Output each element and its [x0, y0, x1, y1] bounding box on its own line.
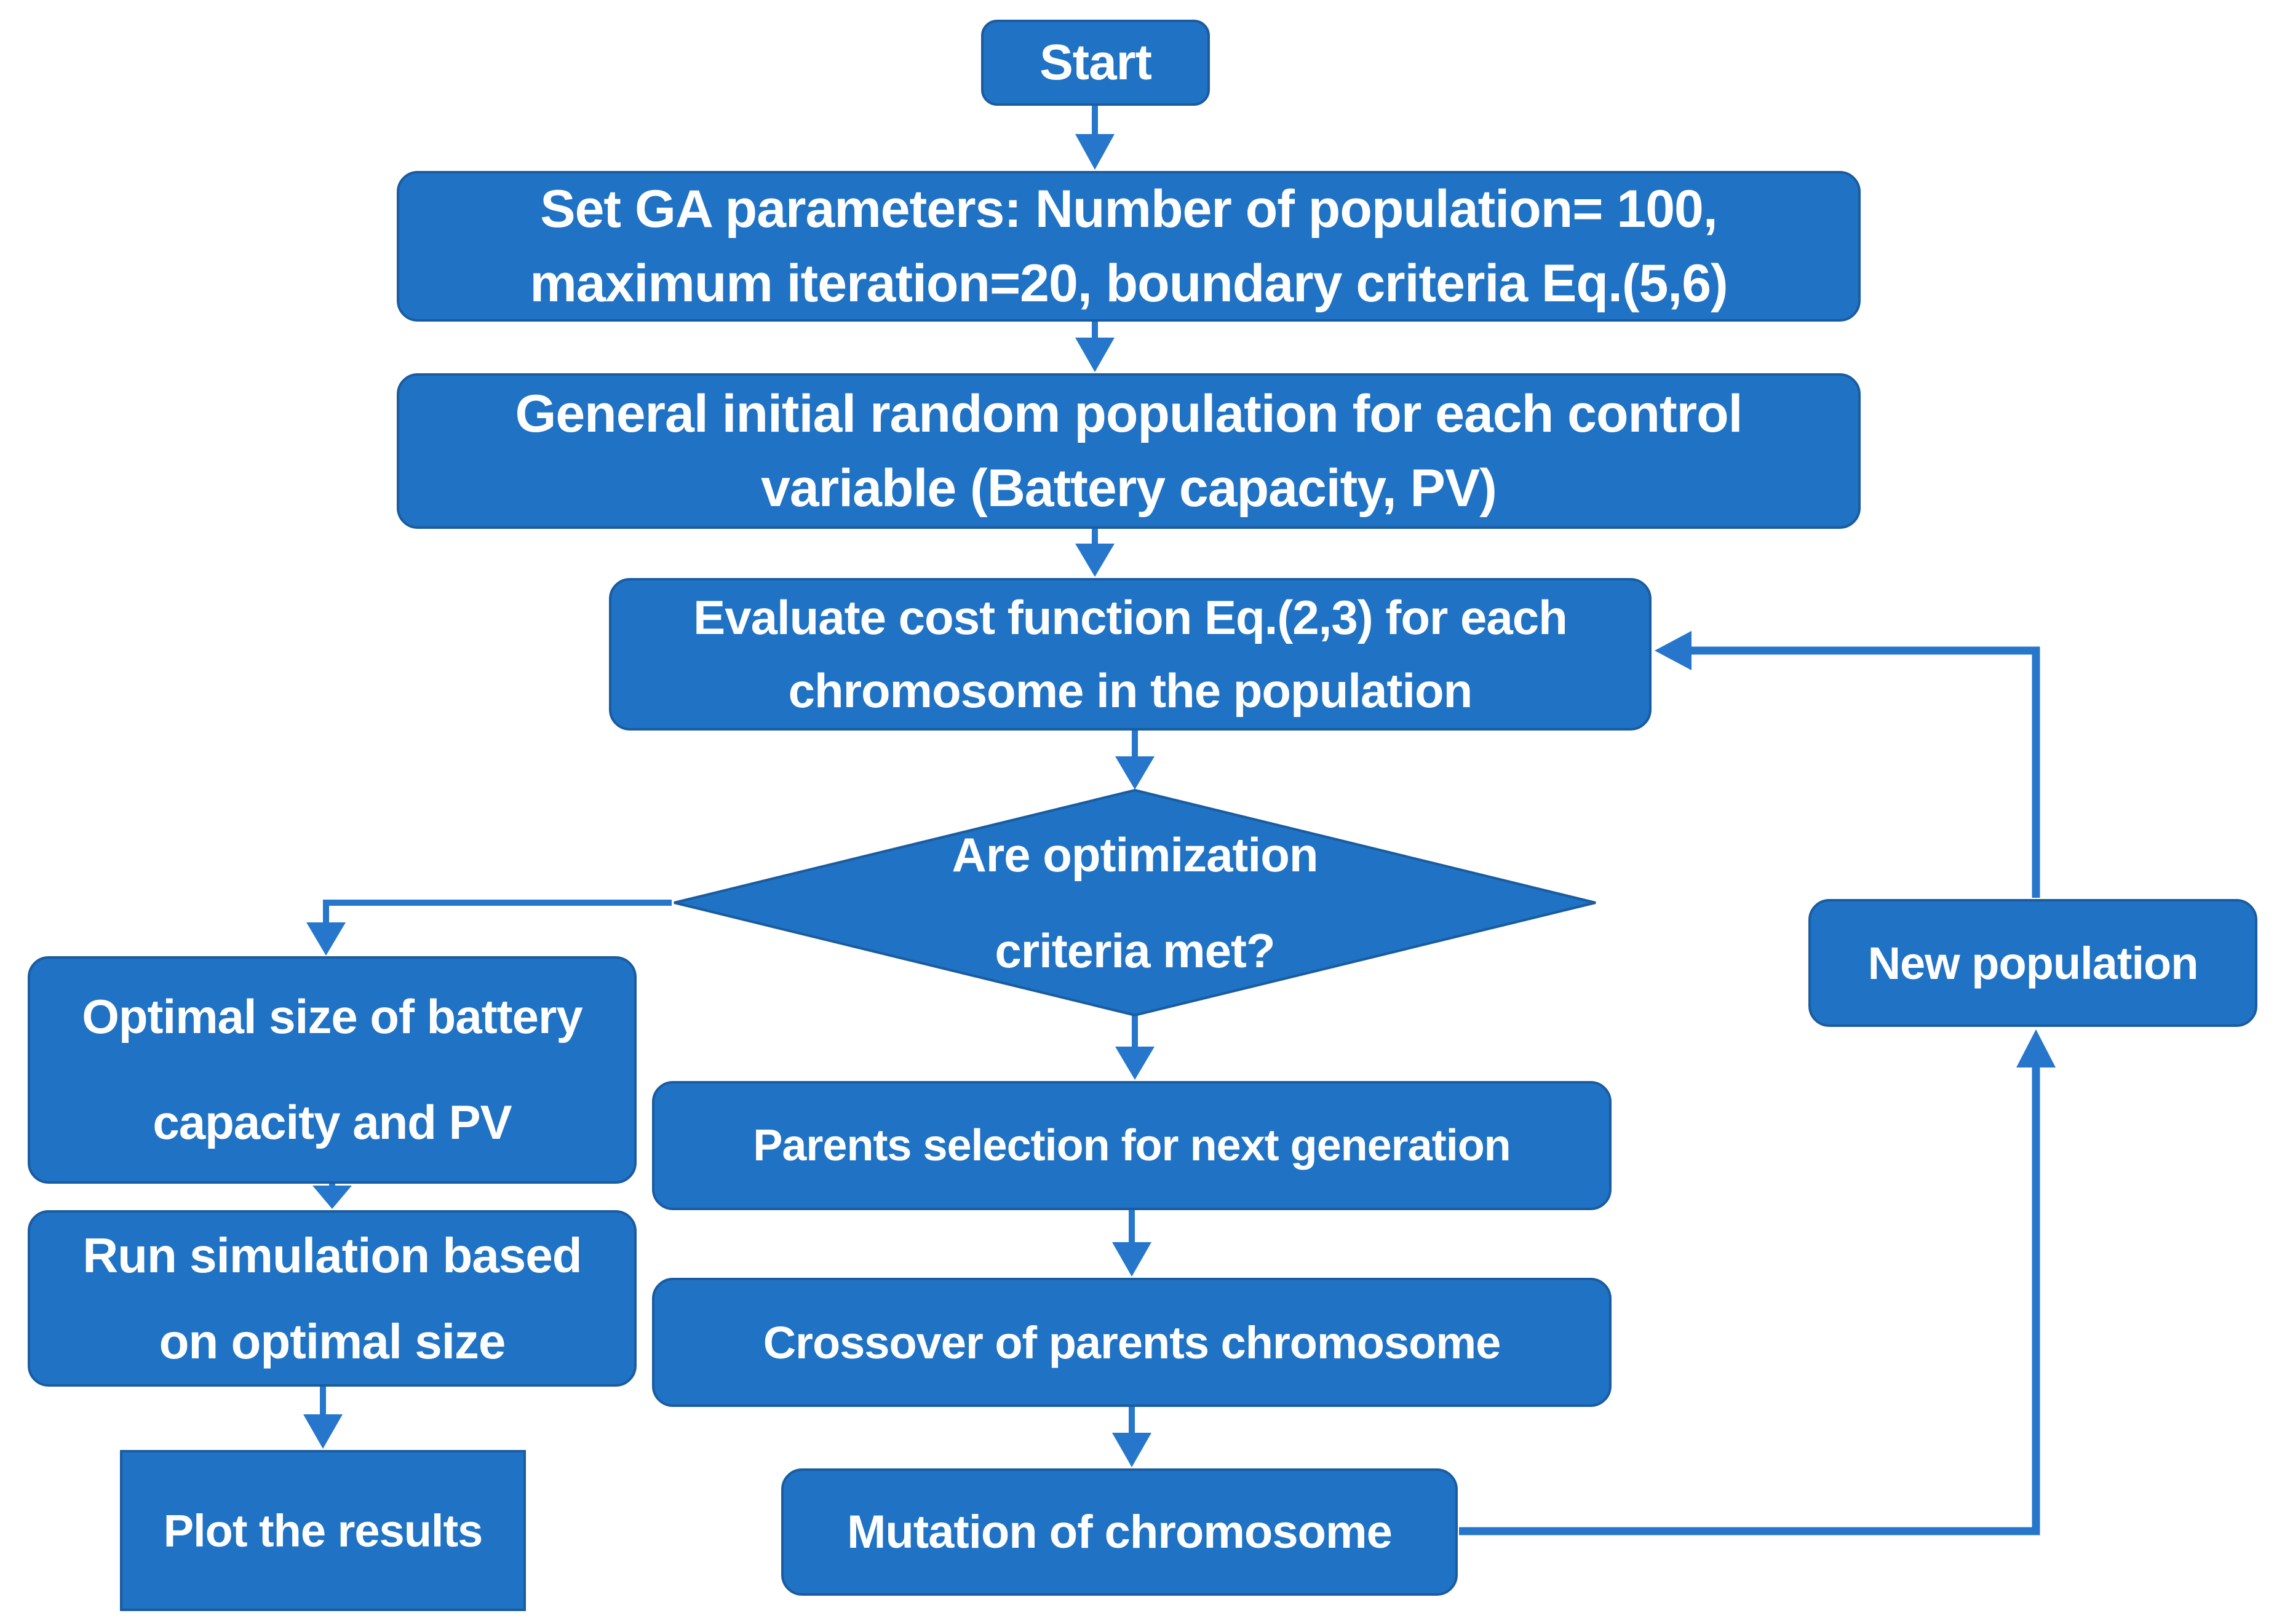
node-label-line: Optimal size of battery: [82, 989, 583, 1044]
connector-evaluate-to-decision-arrowhead: [1115, 756, 1155, 790]
connector-general-to-evaluate-arrowhead: [1075, 544, 1115, 577]
node-plot-label: Plot the results: [164, 1505, 483, 1557]
connector-newpop-to-evaluate-arrowhead: [1655, 631, 1692, 670]
connector-setga-to-general-arrowhead: [1075, 338, 1115, 372]
node-parents-label: Parents selection for next generation: [753, 1120, 1511, 1171]
node-evaluate-cost-function: Evaluate cost function Eq.(2,3) for each…: [609, 578, 1652, 731]
node-start: Start: [981, 20, 1210, 106]
node-evaluate-label: Evaluate cost function Eq.(2,3) for each…: [693, 581, 1568, 727]
node-run-label: Run simulation based on optimal size: [82, 1213, 582, 1385]
connector-parents-to-crossover-arrowhead: [1112, 1242, 1151, 1277]
node-label-line: chromosome in the population: [788, 663, 1473, 718]
node-set-ga-parameters: Set GA parameters: Number of population=…: [397, 171, 1861, 322]
node-crossover-label: Crossover of parents chromosome: [763, 1317, 1501, 1369]
node-label-line: capacity and PV: [153, 1095, 512, 1149]
node-label-line: criteria met?: [995, 924, 1275, 978]
diamond-shape: [674, 788, 1596, 1017]
connector-mutation-to-newpop-arrowhead: [2016, 1029, 2056, 1067]
node-label-line: Parents selection for next generation: [753, 1121, 1511, 1170]
node-label-line: maximum iteration=20, boundary criteria …: [530, 253, 1728, 313]
connector-crossover-to-mutation-arrowhead: [1112, 1433, 1151, 1467]
node-set-ga-label: Set GA parameters: Number of population=…: [530, 172, 1728, 320]
connector-decision-to-optimal: [323, 900, 672, 925]
node-label-line: Mutation of chromosome: [847, 1506, 1393, 1558]
node-label-line: New population: [1867, 937, 2199, 989]
connector-decision-to-parents-arrowhead: [1115, 1047, 1155, 1080]
connector-mutation-to-newpop: [1459, 1066, 2040, 1535]
connector-decision-to-optimal-arrowhead: [306, 922, 346, 956]
node-label-line: Start: [1040, 34, 1152, 90]
node-decision-label: Are optimization criteria met?: [670, 788, 1599, 1018]
node-label-line: Evaluate cost function Eq.(2,3) for each: [693, 590, 1568, 645]
connector-newpop-to-evaluate: [1690, 646, 2040, 898]
node-label-line: Run simulation based: [82, 1227, 582, 1283]
node-label-line: on optimal size: [159, 1313, 506, 1369]
node-label-line: General initial random population for ea…: [515, 384, 1743, 444]
node-plot-results: Plot the results: [120, 1450, 526, 1611]
node-start-label: Start: [1040, 34, 1152, 92]
node-generate-initial-population: General initial random population for ea…: [397, 373, 1861, 529]
node-mutation-label: Mutation of chromosome: [847, 1505, 1393, 1559]
node-newpop-label: New population: [1867, 937, 2199, 989]
node-run-simulation: Run simulation based on optimal size: [28, 1210, 637, 1387]
node-mutation: Mutation of chromosome: [781, 1468, 1458, 1596]
node-decision-criteria-met: Are optimization criteria met?: [670, 788, 1599, 1018]
node-optimal-size: Optimal size of battery capacity and PV: [28, 956, 637, 1184]
node-label-line: Plot the results: [163, 1505, 483, 1556]
node-general-label: General initial random population for ea…: [515, 377, 1743, 525]
node-parents-selection: Parents selection for next generation: [652, 1081, 1612, 1210]
connector-run-to-plot-arrowhead: [303, 1414, 343, 1449]
node-optimal-label: Optimal size of battery capacity and PV: [82, 964, 583, 1175]
node-crossover: Crossover of parents chromosome: [652, 1278, 1612, 1407]
node-label-line: variable (Battery capacity, PV): [761, 458, 1497, 518]
node-label-line: Are optimization: [952, 828, 1318, 882]
node-label-line: Set GA parameters: Number of population=…: [540, 180, 1718, 239]
node-new-population: New population: [1808, 899, 2257, 1027]
connector-optimal-to-run-arrowhead: [312, 1186, 352, 1209]
node-label-line: Crossover of parents chromosome: [763, 1317, 1501, 1368]
connector-start-to-setga-arrowhead: [1075, 134, 1115, 170]
